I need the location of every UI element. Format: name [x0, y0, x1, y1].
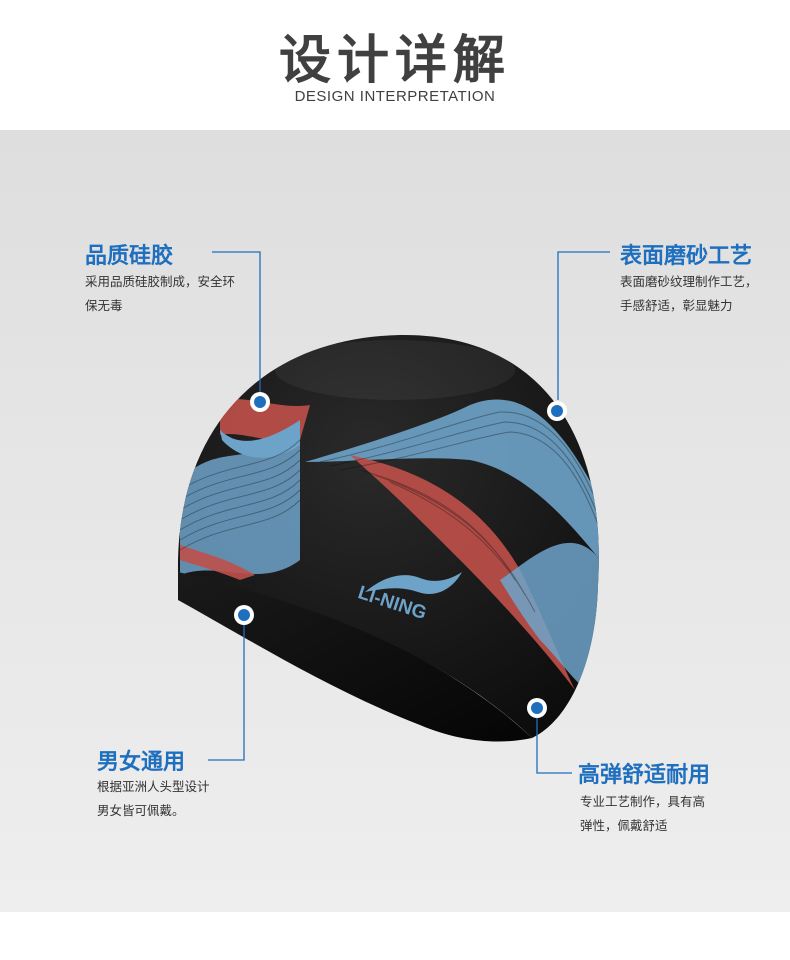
- callout-line-elastic: [536, 718, 572, 774]
- pattern-left-blue-sweep: [220, 420, 300, 458]
- pattern-left-blue: [180, 430, 300, 575]
- pattern-line-texture: [179, 411, 599, 613]
- page-subtitle: DESIGN INTERPRETATION: [294, 88, 496, 105]
- feature-title-surface: 表面磨砂工艺: [620, 244, 753, 269]
- cap-inner-opening: [178, 572, 532, 742]
- feature-desc-line: 弹性，佩戴舒适: [580, 818, 668, 833]
- feature-desc-line: 表面磨砂纹理制作工艺，: [620, 274, 758, 289]
- pattern-center-blue-wave: [305, 399, 599, 560]
- brand-logo-swoosh-icon: [365, 572, 462, 594]
- pattern-left-red-lower: [180, 545, 255, 580]
- footer-strip: [0, 912, 790, 960]
- callout-line-surface: [557, 251, 610, 400]
- callout-line-unisex: [208, 625, 245, 761]
- feature-title-unisex: 男女通用: [97, 750, 186, 775]
- feature-desc-silicone: 采用品质硅胶制成，安全环 保无毒: [85, 270, 235, 318]
- feature-desc-elastic: 专业工艺制作，具有高 弹性，佩戴舒适: [580, 790, 705, 838]
- feature-desc-line: 保无毒: [85, 298, 123, 313]
- callout-lines: [208, 251, 610, 774]
- feature-desc-line: 专业工艺制作，具有高: [580, 794, 706, 809]
- feature-desc-line: 采用品质硅胶制成，安全环: [85, 274, 236, 289]
- feature-desc-unisex: 根据亚洲人头型设计 男女皆可佩戴。: [97, 775, 210, 823]
- feature-desc-surface: 表面磨砂纹理制作工艺， 手感舒适，彰显魅力: [620, 270, 758, 318]
- callout-line-silicone: [212, 251, 261, 395]
- feature-desc-line: 手感舒适，彰显魅力: [620, 298, 733, 313]
- feature-desc-line: 男女皆可佩戴。: [97, 803, 185, 818]
- cap-pattern: [179, 340, 599, 700]
- marker-silicone-icon: [250, 392, 270, 412]
- feature-title-silicone: 品质硅胶: [85, 244, 174, 269]
- feature-desc-line: 根据亚洲人头型设计: [97, 779, 210, 794]
- feature-title-elastic: 高弹舒适耐用: [578, 763, 711, 788]
- header: 设计详解 DESIGN INTERPRETATION: [0, 0, 790, 130]
- marker-elastic-icon: [527, 698, 547, 718]
- marker-unisex-icon: [234, 605, 254, 625]
- page-title: 设计详解: [278, 31, 511, 91]
- pattern-right-blue-lower: [500, 542, 599, 700]
- marker-surface-icon: [547, 401, 567, 421]
- markers: [234, 392, 567, 718]
